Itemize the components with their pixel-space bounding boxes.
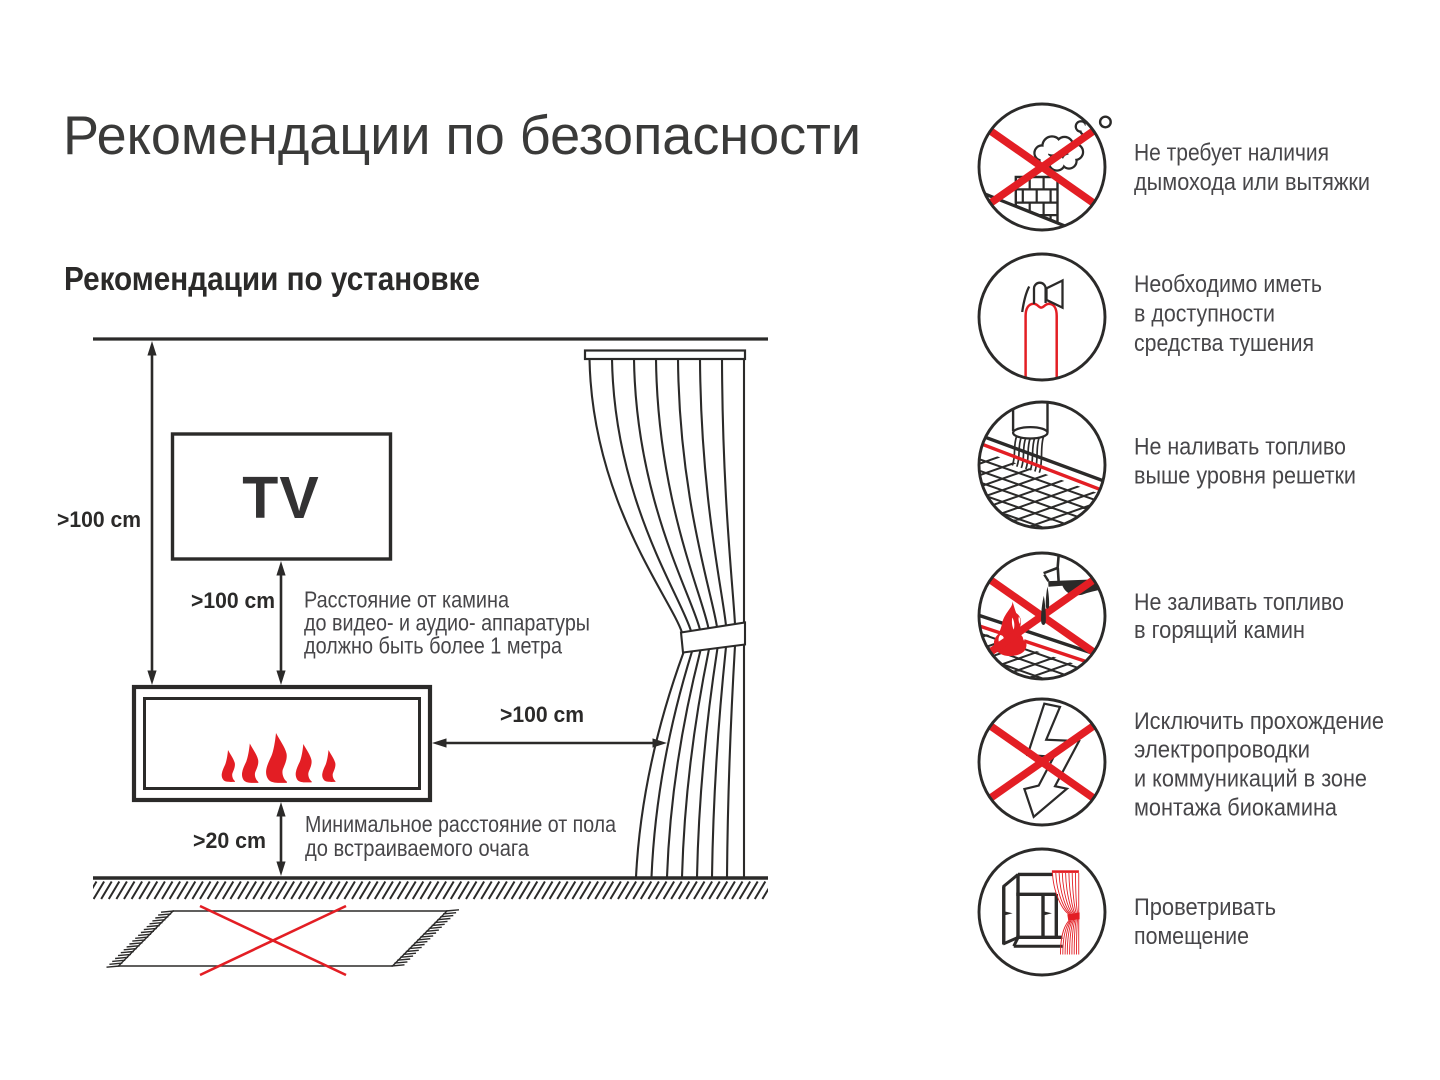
svg-text:до встраиваемого очага: до встраиваемого очага xyxy=(305,835,529,861)
svg-text:Не требует наличия: Не требует наличия xyxy=(1134,140,1329,167)
svg-text:выше уровня решетки: выше уровня решетки xyxy=(1134,462,1356,489)
svg-text:до видео- и аудио- аппаратуры: до видео- и аудио- аппаратуры xyxy=(304,610,590,636)
svg-text:в горящий камин: в горящий камин xyxy=(1134,617,1305,644)
svg-text:>100 cm: >100 cm xyxy=(500,702,584,727)
svg-text:Необходимо иметь: Необходимо иметь xyxy=(1134,271,1322,298)
svg-text:>100 cm: >100 cm xyxy=(191,588,275,613)
svg-text:помещение: помещение xyxy=(1134,923,1249,950)
svg-text:средства тушения: средства тушения xyxy=(1134,330,1314,357)
svg-text:Минимальное расстояние от пола: Минимальное расстояние от пола xyxy=(305,811,616,837)
svg-text:в доступности: в доступности xyxy=(1134,301,1275,328)
svg-text:Не наливать топливо: Не наливать топливо xyxy=(1134,433,1346,460)
svg-text:Исключить прохождение: Исключить прохождение xyxy=(1134,708,1384,735)
svg-text:>100 cm: >100 cm xyxy=(57,507,141,532)
svg-text:монтажа биокамина: монтажа биокамина xyxy=(1134,794,1338,821)
svg-text:>20 cm: >20 cm xyxy=(193,828,266,853)
svg-text:должно быть более 1 метра: должно быть более 1 метра xyxy=(304,633,562,659)
svg-text:Рекомендации по безопасности: Рекомендации по безопасности xyxy=(63,104,861,166)
svg-text:Расстояние от камина: Расстояние от камина xyxy=(304,587,509,613)
svg-text:электропроводки: электропроводки xyxy=(1134,737,1310,764)
svg-text:Не заливать топливо: Не заливать топливо xyxy=(1134,589,1344,616)
svg-text:дымохода или вытяжки: дымохода или вытяжки xyxy=(1134,169,1370,196)
svg-text:TV: TV xyxy=(242,465,319,531)
svg-text:и коммуникаций в зоне: и коммуникаций в зоне xyxy=(1134,766,1367,793)
svg-text:Проветривать: Проветривать xyxy=(1134,894,1276,921)
svg-text:Рекомендации по установке: Рекомендации по установке xyxy=(64,260,480,297)
